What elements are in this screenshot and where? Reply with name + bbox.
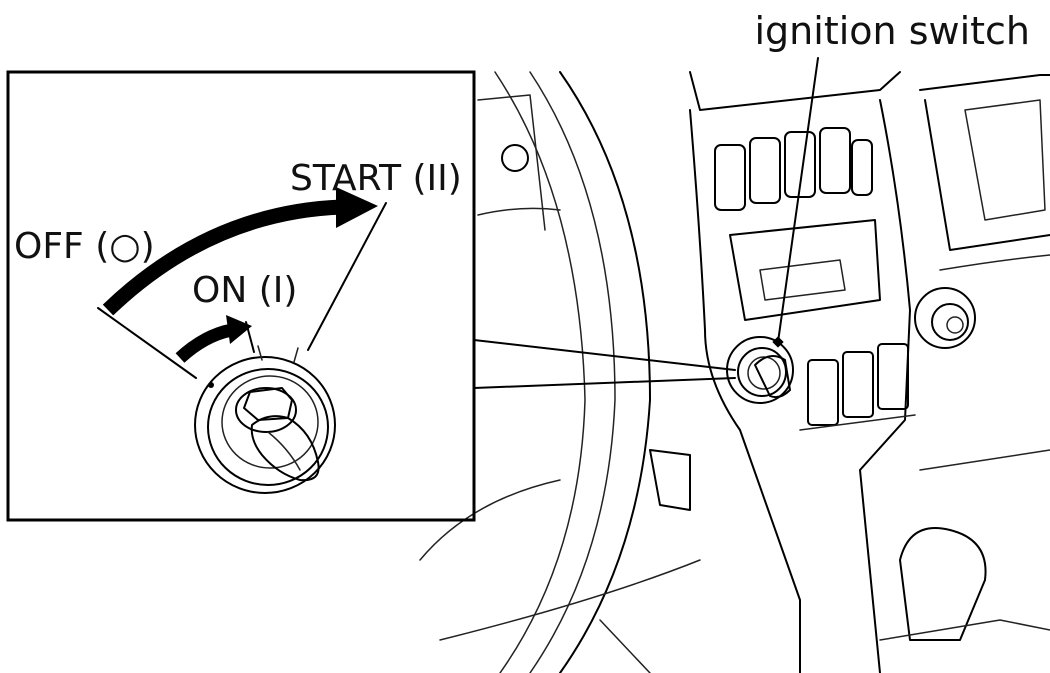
start-marker-line [307,202,387,351]
center-display [729,219,881,321]
dashboard-illustration [419,71,1050,673]
vent-slat [784,131,816,198]
console-button [807,359,839,426]
switch-tick-start [293,347,299,363]
display-screen [759,259,846,301]
leader-dot [772,336,784,348]
console-tunnel [919,449,1050,471]
ignition-switch-label: ignition switch [755,9,1031,53]
switch-marker-dot [208,382,214,388]
vent-slat [749,137,781,204]
on-label: ON (I) [192,270,297,311]
button-bank-base [799,414,916,431]
console-top [689,71,901,111]
lower-dash-line [439,559,701,641]
lower-wheel-line [419,479,561,561]
key-head-small [754,355,791,399]
vent-slats [714,127,873,211]
vent-slat [819,127,851,194]
right-dash-line [939,254,1050,271]
off-marker-line [97,307,197,379]
inset-box [6,70,476,522]
console-button [877,343,909,410]
vent-slat [714,144,746,211]
callout-line-bottom [473,377,736,389]
button-bank [799,343,916,431]
ignition-leader-line [777,57,819,343]
steering-wheel-inner [529,71,616,673]
switch-hex-nut [243,387,293,421]
lower-panel [649,449,691,511]
steering-wheel-edge [494,71,586,673]
vent-slat [851,139,873,196]
dash-panel-left [477,94,546,231]
console-button [842,351,874,418]
steering-wheel-rim [559,71,651,673]
start-label: START (II) [290,158,462,199]
gear-shifter [899,527,987,641]
right-dash-panel [919,74,1050,251]
console-right-edge [859,99,911,673]
gear-base [879,619,1050,641]
ignition-switch-large [194,345,336,494]
off-label: OFF (○) [14,226,155,267]
callout-line-top [473,339,736,371]
right-knob [914,287,976,349]
right-dash-screen [964,99,1046,221]
ignition-switch-small [726,336,794,404]
dash-edge-left [477,207,561,216]
switch-tick-on [257,345,263,361]
arrow-off-to-on [175,315,252,363]
key-ridge [267,431,301,471]
console-left-edge [689,109,801,673]
dash-knob [501,144,529,172]
wheel-spoke [599,619,651,673]
key-head-large [250,415,320,482]
arrow-off-to-start [102,187,378,316]
